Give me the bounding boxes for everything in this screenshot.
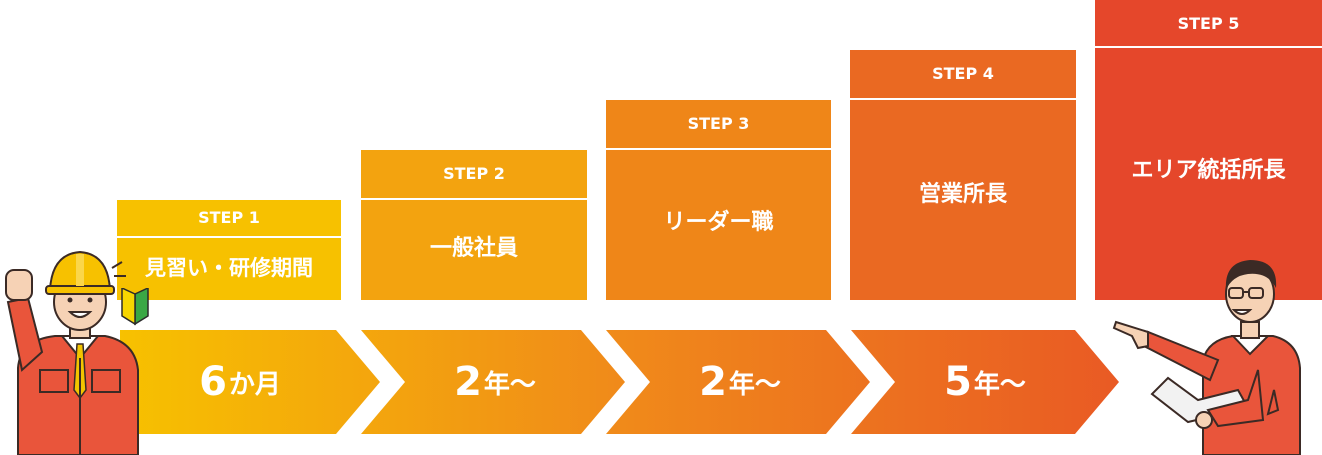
duration-3-unit: 年〜 xyxy=(728,369,781,400)
step-5-label: STEP 5 xyxy=(1095,0,1322,48)
duration-arrow-4 xyxy=(851,330,1119,434)
step-3-label: STEP 3 xyxy=(606,100,831,150)
step-3-role: リーダー職 xyxy=(663,210,774,235)
step-2-label: STEP 2 xyxy=(361,150,587,200)
worker-hardhat-fist-illustration xyxy=(5,250,139,455)
duration-arrow-2 xyxy=(361,330,625,434)
duration-1-number: 6 xyxy=(199,359,227,405)
duration-arrow-1 xyxy=(120,330,380,434)
duration-2-number: 2 xyxy=(454,359,482,405)
step-3-box: STEP 3 リーダー職 xyxy=(606,100,831,300)
duration-4-unit: 年〜 xyxy=(973,369,1026,400)
step-4-box: STEP 4 営業所長 xyxy=(850,50,1076,300)
duration-arrow-3 xyxy=(606,330,870,434)
duration-1-unit: か月 xyxy=(228,369,281,400)
duration-4-number: 5 xyxy=(944,359,972,405)
step-1-role: 見習い・研修期間 xyxy=(145,256,313,280)
duration-2-unit: 年〜 xyxy=(483,369,536,400)
step-5-box: STEP 5 エリア統括所長 xyxy=(1095,0,1322,300)
step-4-label: STEP 4 xyxy=(850,50,1076,100)
beginner-mark-icon xyxy=(121,288,149,326)
duration-3-number: 2 xyxy=(699,359,727,405)
manager-pointing-illustration xyxy=(1112,260,1301,455)
step-1-box: STEP 1 見習い・研修期間 xyxy=(117,200,341,300)
step-5-role: エリア統括所長 xyxy=(1131,158,1286,183)
step-1-label: STEP 1 xyxy=(117,200,341,238)
step-2-role: 一般社員 xyxy=(429,236,518,261)
step-4-role: 営業所長 xyxy=(918,182,1007,207)
step-2-box: STEP 2 一般社員 xyxy=(361,150,587,300)
